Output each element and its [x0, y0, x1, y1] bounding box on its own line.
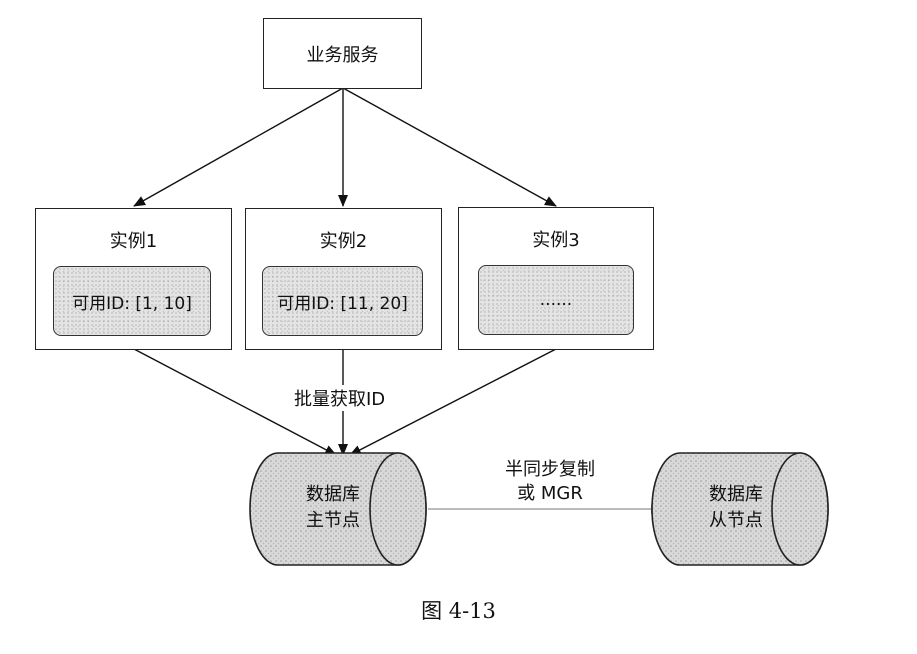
db-replica-cylinder [651, 452, 829, 566]
replication-label-line2: 或 MGR [517, 483, 583, 504]
db-replica-line1: 数据库 [709, 484, 763, 505]
service-node: 业务服务 [263, 18, 422, 89]
service-label: 业务服务 [306, 45, 379, 66]
instance-node-1: 实例1 可用ID: [1, 10] [35, 208, 232, 350]
instance-title: 实例3 [532, 230, 580, 251]
id-range-box: ...... [478, 265, 634, 335]
edge-service-to-instance3 [342, 87, 557, 207]
edge-instance3-to-db [349, 348, 557, 456]
instance-node-3: 实例3 ...... [458, 207, 654, 350]
id-range-box: 可用ID: [1, 10] [53, 266, 211, 336]
batch-fetch-label: 批量获取ID [292, 385, 416, 411]
edge-service-to-instance1 [133, 87, 344, 207]
db-replica-line2: 从节点 [709, 510, 763, 531]
instance-title: 实例1 [109, 231, 158, 252]
db-replica-label: 数据库 从节点 [686, 482, 786, 534]
edge-instance1-to-db [133, 348, 337, 456]
db-primary-cylinder [249, 452, 427, 566]
replication-label-line1: 半同步复制 [505, 459, 595, 480]
db-primary-line1: 数据库 [306, 484, 360, 505]
instance-title: 实例2 [319, 231, 368, 252]
instance-node-2: 实例2 可用ID: [11, 20] [245, 208, 442, 350]
figure-caption: 图 4-13 [421, 599, 496, 623]
id-range-box: 可用ID: [11, 20] [262, 266, 423, 336]
db-primary-line2: 主节点 [306, 510, 360, 531]
db-primary-label: 数据库 主节点 [283, 482, 383, 534]
